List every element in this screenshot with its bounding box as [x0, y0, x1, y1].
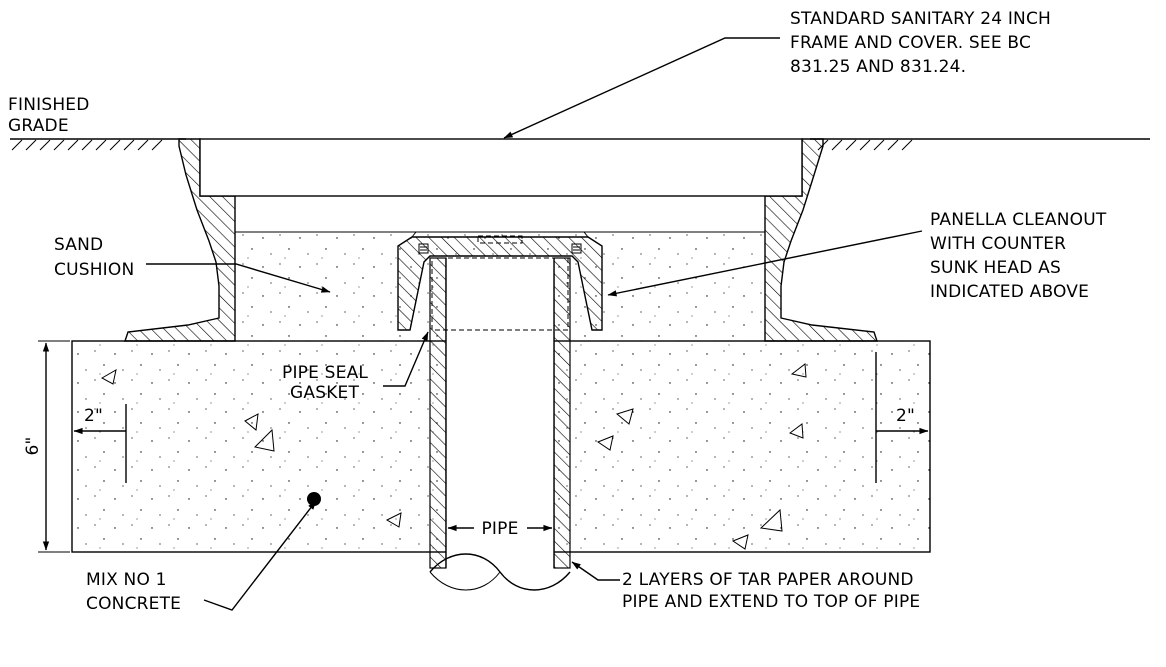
label-pipe: PIPE [481, 519, 518, 539]
label-dim-depth: 6" [23, 436, 43, 455]
leader-concrete [203, 500, 317, 611]
label-dim-left: 2" [84, 406, 103, 426]
label-gasket: PIPE SEAL GASKET [282, 363, 374, 403]
dimension-left-2in [73, 404, 127, 483]
panella-cleanout-fitting [397, 231, 603, 331]
leader-sand-cushion [146, 263, 331, 293]
pipe [429, 257, 571, 591]
leader-tar-paper [571, 561, 620, 581]
label-dim-right: 2" [896, 406, 915, 426]
manhole-cover [199, 138, 803, 197]
leader-cleanout [607, 230, 923, 297]
label-frame-cover: STANDARD SANITARY 24 INCH FRAME AND COVE… [790, 9, 1057, 77]
label-concrete: MIX NO 1 CONCRETE [86, 570, 181, 614]
dimension-right-2in [875, 352, 929, 483]
label-finished-grade: FINISHED GRADE [8, 95, 95, 136]
leader-frame-cover [503, 37, 780, 139]
dimension-depth-6in [38, 340, 70, 553]
label-sand-cushion: SAND CUSHION [54, 235, 134, 280]
leader-gasket [383, 331, 429, 387]
label-tar-paper: 2 LAYERS OF TAR PAPER AROUND PIPE AND EX… [622, 570, 920, 612]
label-cleanout: PANELLA CLEANOUT WITH COUNTER SUNK HEAD … [930, 210, 1112, 302]
